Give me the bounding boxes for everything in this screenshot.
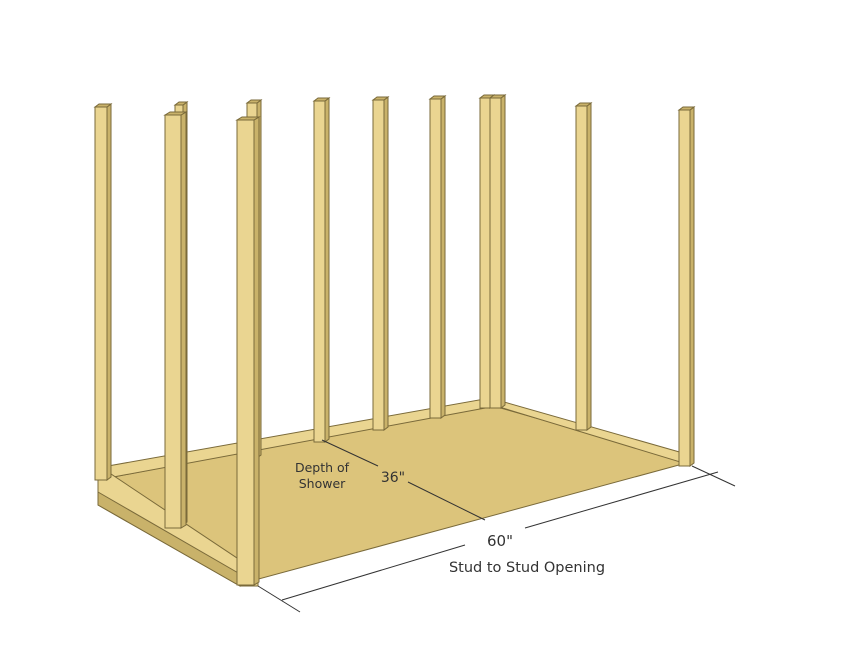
stud-face: [236, 119, 255, 586]
stud-side: [324, 97, 330, 443]
stud-side: [689, 106, 695, 467]
stud-side: [180, 111, 187, 529]
stud-face: [489, 97, 502, 409]
depth-label-line2: Shower: [299, 476, 346, 491]
stud-side: [383, 96, 389, 431]
width-caption: Stud to Stud Opening: [449, 560, 605, 576]
right-wall-stud: [574, 102, 593, 431]
stud-face: [575, 105, 588, 431]
front-corner-stud: [235, 116, 261, 586]
width-value: 60": [487, 532, 513, 550]
stud-side: [106, 103, 112, 481]
stud-face: [313, 100, 326, 443]
left-wall-stud: [163, 111, 188, 529]
stud-face: [372, 99, 385, 431]
stud-side: [253, 116, 260, 586]
stud-face: [678, 109, 691, 467]
depth-line-upper: [321, 439, 379, 467]
back-wall-stud: [371, 96, 390, 431]
stud-face: [94, 106, 108, 481]
stud-face: [479, 97, 491, 409]
right-wall-stud: [677, 106, 696, 467]
left-wall-stud: [93, 103, 113, 481]
depth-line-lower: [407, 481, 486, 521]
depth-value: 36": [381, 470, 405, 486]
stud-face: [164, 114, 182, 529]
back-wall-stud: [312, 97, 331, 443]
stud-side: [586, 102, 592, 431]
stud-side: [440, 95, 446, 419]
depth-label-line1: Depth of: [295, 460, 350, 475]
back-wall-stud: [428, 95, 447, 419]
stud-side: [500, 94, 506, 409]
dimension-lines: [257, 439, 736, 613]
extension-line-right: [691, 465, 736, 487]
left-wall-plate-side: [97, 491, 241, 587]
width-line-left: [281, 544, 466, 601]
width-line-right: [524, 471, 719, 529]
right-wall-stud: [488, 94, 507, 409]
extension-line-left: [257, 585, 301, 613]
stud-face: [429, 98, 442, 419]
